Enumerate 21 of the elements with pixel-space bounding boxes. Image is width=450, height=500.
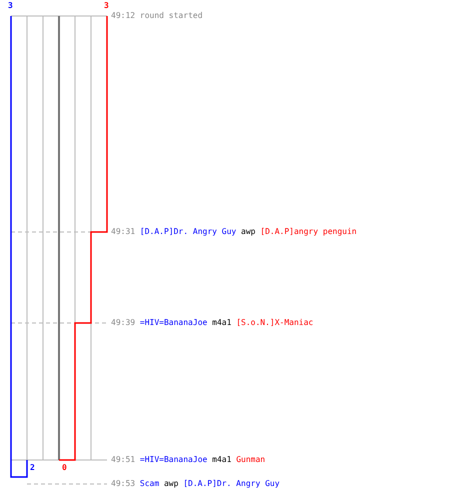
team-score: 0 — [62, 463, 67, 472]
timestamp: 49:31 — [111, 227, 136, 236]
player-name: Scam — [140, 479, 160, 488]
timestamp: 49:39 — [111, 318, 136, 327]
player-name: [D.A.P]Dr. Angry Guy — [140, 227, 236, 236]
player-name: [S.o.N.]X-Maniac — [236, 318, 314, 327]
weapon-name: awp — [241, 227, 256, 236]
team-score: 3 — [8, 1, 13, 10]
weapon-name: m4a1 — [212, 455, 232, 464]
player-name: =HIV=BananaJoe — [140, 318, 208, 327]
timestamp: 49:51 — [111, 455, 136, 464]
timestamp: 49:53 — [111, 479, 136, 488]
team-score: 2 — [30, 463, 35, 472]
player-name: =HIV=BananaJoe — [140, 455, 208, 464]
event-text: 49:12 round started — [111, 11, 203, 20]
player-name: Gunman — [236, 455, 266, 464]
player-name: [D.A.P]Dr. Angry Guy — [183, 479, 280, 488]
player-name: [D.A.P]angry penguin — [260, 227, 357, 236]
weapon-name: awp — [164, 479, 178, 488]
weapon-name: m4a1 — [212, 318, 232, 327]
team-score: 3 — [104, 1, 109, 10]
